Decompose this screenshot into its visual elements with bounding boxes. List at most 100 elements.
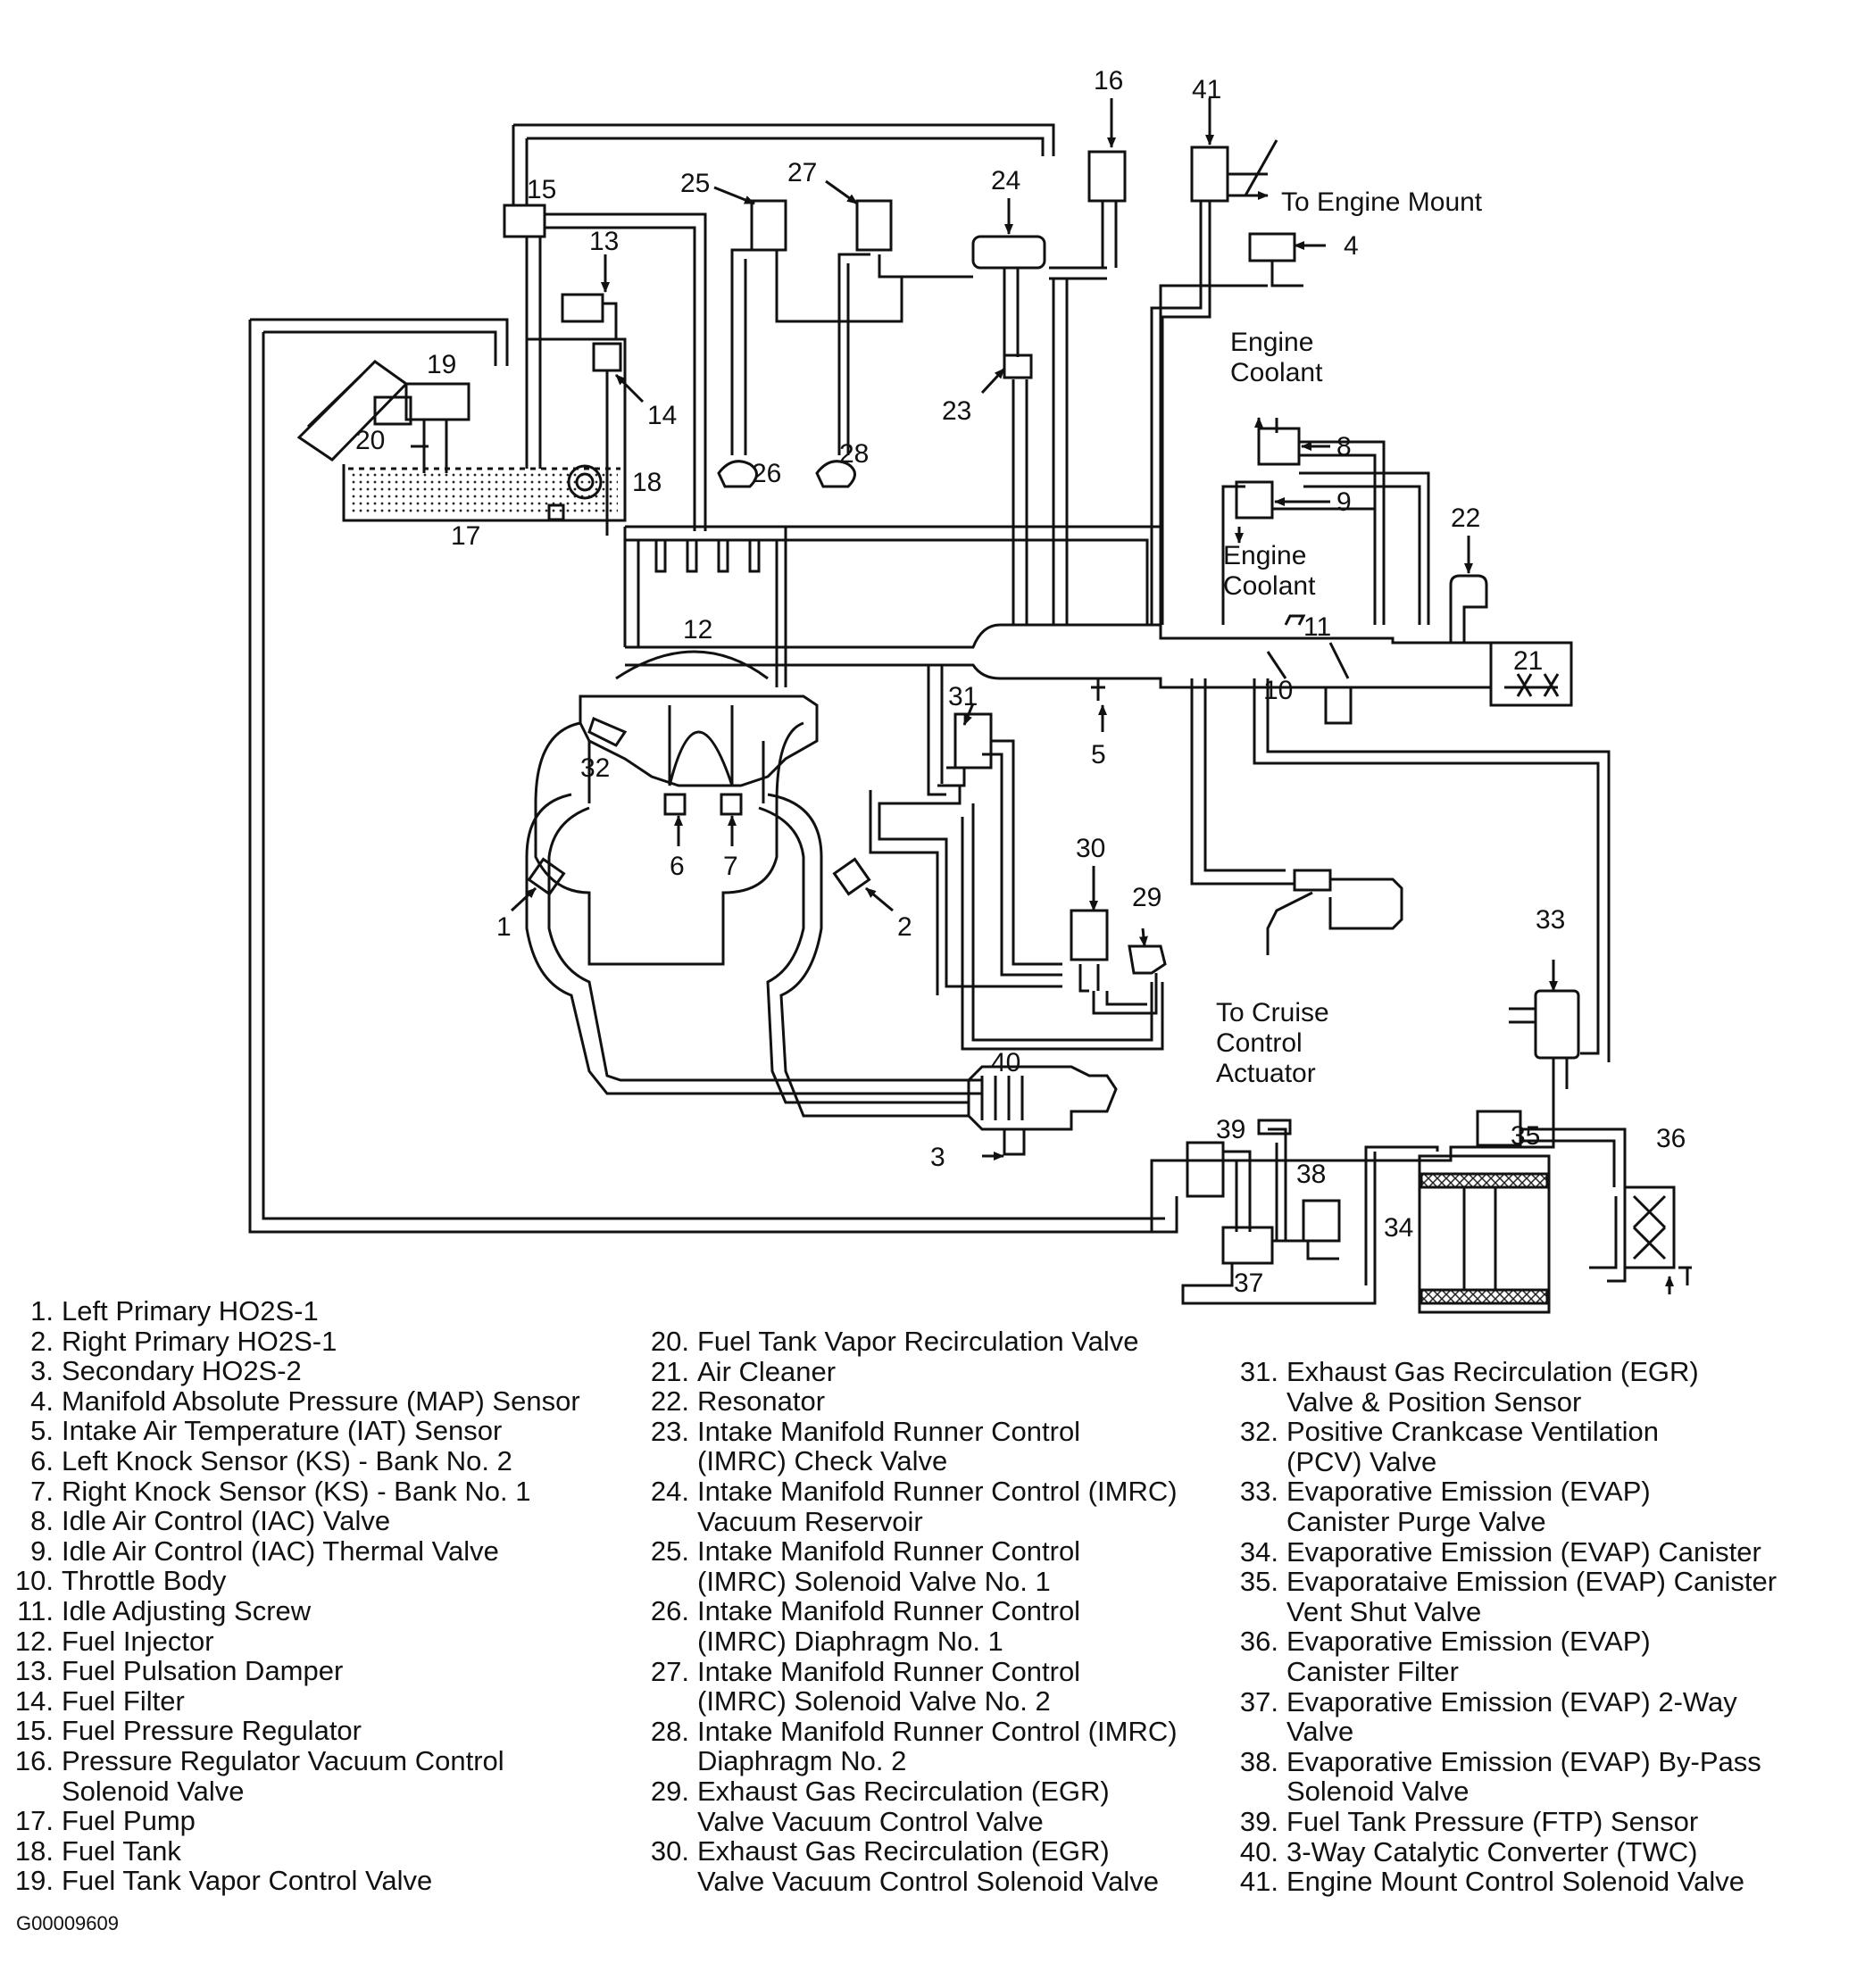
legend-item-number: 7. (30, 1475, 54, 1507)
catalytic-converter (967, 1065, 1118, 1131)
legend-item: 3.Secondary HO2S-2 (7, 1356, 650, 1386)
engine-coolant-lower-2: Coolant (1223, 571, 1316, 601)
legend-item-text: Evaporative Emission (EVAP) Canister Fil… (1286, 1626, 1651, 1687)
legend-item-number: 35. (1239, 1566, 1278, 1598)
callout-35: 35 (1511, 1121, 1540, 1151)
legend-item-text: Intake Manifold Runner Control (IMRC) Di… (697, 1715, 1178, 1777)
legend-item-text: Idle Air Control (IAC) Valve (62, 1505, 391, 1537)
legend-item: 16.Pressure Regulator Vacuum Control Sol… (7, 1746, 650, 1806)
callout-3: 3 (930, 1143, 945, 1172)
fuel-pump (567, 464, 603, 500)
legend-item-text: Fuel Filter (62, 1684, 185, 1717)
legend-item: 24.Intake Manifold Runner Control (IMRC)… (643, 1476, 1250, 1536)
throttle-body (1266, 642, 1350, 679)
legend-item: 5.Intake Air Temperature (IAT) Sensor (7, 1416, 650, 1446)
engine-mount-solenoid (1190, 146, 1229, 203)
evap-canister-filter (1623, 1185, 1676, 1269)
legend-item-text: Exhaust Gas Recirculation (EGR) Valve Va… (697, 1835, 1159, 1897)
callout-28: 28 (839, 439, 869, 469)
resonator (1449, 574, 1488, 643)
legend-item: 10.Throttle Body (7, 1566, 650, 1596)
legend-item-text: Right Primary HO2S-1 (62, 1325, 337, 1357)
cruise-control-label-2: Control (1216, 1028, 1303, 1058)
callout-1: 1 (496, 912, 512, 942)
legend-item-text: Air Cleaner (697, 1355, 837, 1387)
legend-item-number: 4. (30, 1385, 54, 1417)
idle-adjust-screw (1284, 614, 1306, 626)
cruise-control-label-1: To Cruise (1216, 998, 1329, 1027)
vacuum-hose-diagram: 1 2 3 4 5 6 7 8 9 10 11 12 13 14 15 16 1… (248, 66, 1692, 1314)
engine-block (579, 695, 819, 787)
engine-coolant-upper-2: Coolant (1230, 358, 1323, 387)
callout-9: 9 (1336, 487, 1352, 517)
fuel-pulsation-damper (561, 293, 604, 323)
legend-item: 29.Exhaust Gas Recirculation (EGR) Valve… (643, 1776, 1250, 1836)
legend-item: 13.Fuel Pulsation Damper (7, 1656, 650, 1686)
legend-item: 9.Idle Air Control (IAC) Thermal Valve (7, 1536, 650, 1567)
legend-item: 39.Fuel Tank Pressure (FTP) Sensor (1232, 1807, 1857, 1837)
fuel-filter (592, 342, 622, 372)
legend-item: 27.Intake Manifold Runner Control (IMRC)… (643, 1655, 1250, 1717)
evap-2way-valve (1221, 1226, 1274, 1265)
map-sensor (1248, 232, 1296, 262)
imrc-solenoid-2 (855, 199, 893, 252)
legend-item-text: Exhaust Gas Recirculation (EGR) Valve Va… (697, 1775, 1110, 1837)
legend-item-text: Evaporative Emission (EVAP) Canister (1286, 1535, 1761, 1568)
egr-vacuum-control-valve (1128, 944, 1167, 975)
callout-20: 20 (355, 426, 385, 455)
legend-item-text: Fuel Tank Vapor Recirculation Valve (697, 1326, 1139, 1357)
legend-item: 28.Intake Manifold Runner Control (IMRC)… (643, 1715, 1250, 1777)
legend-item: 1.Left Primary HO2S-1 (7, 1296, 650, 1327)
legend-item: 30.Exhaust Gas Recirculation (EGR) Valve… (643, 1836, 1250, 1896)
imrc-vacuum-reservoir (971, 235, 1046, 270)
legend-item-text: Intake Manifold Runner Control (IMRC) Ch… (697, 1415, 1081, 1477)
legend-item-number: 8. (30, 1505, 54, 1537)
legend-item-number: 31. (1239, 1356, 1278, 1387)
callout-5: 5 (1091, 740, 1106, 769)
legend-item-text: Intake Air Temperature (IAT) Sensor (62, 1415, 503, 1447)
legend-item-text: Secondary HO2S-2 (62, 1355, 302, 1387)
legend-item: 17.Fuel Pump (7, 1806, 650, 1836)
iac-valve (1257, 427, 1301, 466)
callout-41: 41 (1192, 75, 1221, 104)
callout-6: 6 (670, 852, 685, 881)
legend-item-number: 11. (17, 1594, 54, 1626)
engine-coolant-lower-1: Engine (1223, 541, 1306, 570)
callout-23: 23 (942, 396, 971, 426)
iac-thermal-valve (1235, 480, 1274, 520)
legend-item: 38.Evaporative Emission (EVAP) By-Pass S… (1232, 1746, 1857, 1807)
legend-item-number: 37. (1239, 1685, 1278, 1718)
callout-4: 4 (1344, 231, 1359, 261)
legend-item: 32.Positive Crankcase Ventilation (PCV) … (1232, 1417, 1857, 1476)
egr-valve (953, 712, 993, 769)
legend-item-number: 23. (650, 1415, 689, 1447)
callout-39: 39 (1216, 1115, 1245, 1144)
evap-bypass-solenoid (1302, 1199, 1341, 1243)
callout-10: 10 (1263, 676, 1293, 705)
right-knock-sensor (720, 793, 743, 816)
callout-31: 31 (948, 682, 978, 711)
legend-item-text: Fuel Tank Vapor Control Valve (62, 1865, 433, 1897)
legend-item: 25.Intake Manifold Runner Control (IMRC)… (643, 1536, 1250, 1596)
legend-item-text: Left Primary HO2S-1 (62, 1295, 319, 1327)
legend-column-3: 31.Exhaust Gas Recirculation (EGR) Valve… (1232, 1357, 1857, 1897)
legend-item: 35.Evaporataive Emission (EVAP) Canister… (1232, 1567, 1857, 1626)
callout-21: 21 (1513, 646, 1543, 676)
legend-item: 36.Evaporative Emission (EVAP) Canister … (1232, 1626, 1857, 1686)
callout-26: 26 (752, 459, 781, 488)
legend-item: 7.Right Knock Sensor (KS) - Bank No. 1 (7, 1476, 650, 1507)
callout-12: 12 (683, 615, 712, 645)
callout-13: 13 (589, 227, 619, 256)
callout-2: 2 (897, 912, 912, 942)
legend-item: 8.Idle Air Control (IAC) Valve (7, 1506, 650, 1536)
callout-36: 36 (1656, 1124, 1686, 1153)
legend-item-text: Fuel Pulsation Damper (62, 1655, 344, 1687)
legend-item-number: 28. (650, 1715, 689, 1747)
legend-item-number: 27. (650, 1655, 689, 1687)
legend-item-number: 3. (30, 1355, 54, 1387)
imrc-diaphragm-2 (815, 460, 856, 488)
callout-33: 33 (1536, 905, 1565, 935)
legend-item-text: Pressure Regulator Vacuum Control Soleno… (62, 1744, 504, 1807)
pressure-regulator-solenoid (1087, 150, 1127, 203)
